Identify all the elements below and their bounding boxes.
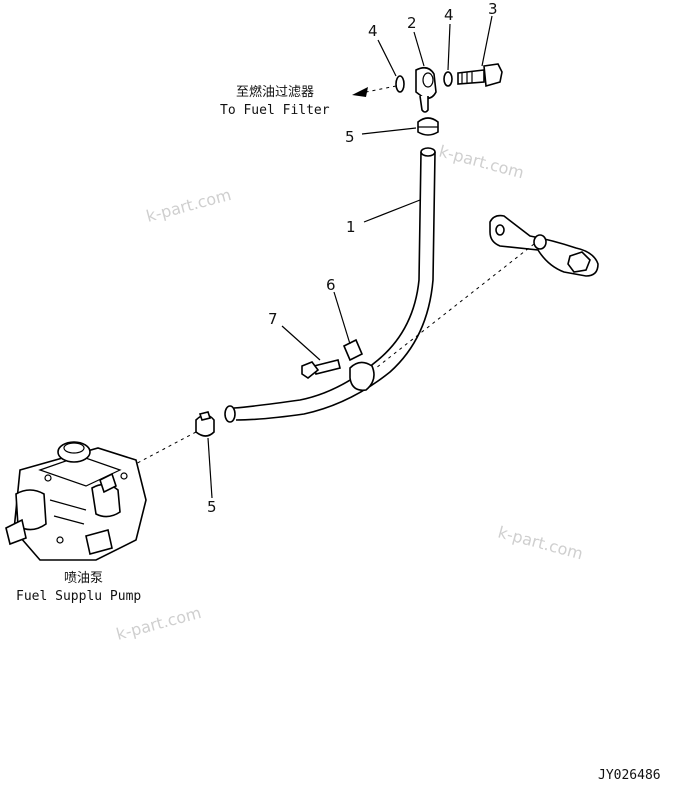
leader-4a (377, 39, 397, 77)
hose-edge-left (233, 151, 422, 409)
hose-clamp-lower (195, 411, 215, 437)
banjo-stem (419, 95, 429, 113)
bolt-thread (461, 72, 473, 84)
callout-1: 1 (346, 218, 356, 236)
hose-clamp-upper (417, 117, 439, 136)
hose-clip (342, 338, 375, 392)
watermark: k-part.com (437, 142, 526, 183)
leader-1 (363, 199, 421, 223)
clip-loop (349, 361, 375, 392)
leader-7 (281, 325, 321, 361)
callout-4-right: 4 (444, 6, 454, 24)
watermark: k-part.com (114, 603, 203, 644)
leader-3 (481, 15, 493, 67)
arrow-head (352, 87, 368, 97)
pump-inlet (99, 472, 117, 494)
banjo-hole (422, 72, 434, 88)
leader-6 (333, 291, 351, 345)
clip-bolt-head (301, 361, 320, 379)
pump-alignment-line (127, 431, 197, 469)
pump-bolt (56, 536, 64, 544)
mounting-bracket (489, 214, 599, 277)
pump-top-cap (57, 441, 91, 463)
banjo-bolt-shank (457, 69, 485, 85)
fuel-hose (224, 147, 436, 423)
clip-bolt-shank (313, 359, 341, 375)
to-filter-label-en: To Fuel Filter (220, 103, 330, 118)
drawing-code: JY026486 (598, 768, 661, 783)
leader-5b (207, 437, 213, 499)
bracket-alignment-line (375, 243, 535, 369)
lower-clamp-tab (198, 411, 212, 421)
leader-5a (361, 127, 417, 135)
pump-drive-shaft (5, 518, 27, 546)
leader-4b (447, 23, 451, 71)
bracket-boss (533, 234, 547, 250)
leader-lines (207, 15, 493, 499)
callout-7: 7 (268, 310, 278, 328)
to-filter-arrow (352, 85, 397, 97)
clip-bolt (301, 359, 341, 379)
leader-2 (413, 31, 425, 67)
watermark: k-part.com (496, 523, 585, 564)
pump-label-en: Fuel Supplu Pump (16, 589, 141, 604)
hose-edge-right (235, 151, 436, 421)
callout-4-left: 4 (368, 22, 378, 40)
hose-bottom-end (224, 405, 236, 423)
pump-label-cn: 喷油泵 (64, 571, 103, 586)
washer-right (443, 71, 453, 87)
callout-5-lower: 5 (207, 498, 217, 516)
callout-3: 3 (488, 0, 498, 18)
washer-left (395, 75, 405, 93)
to-filter-label-cn: 至燃油过滤器 (236, 84, 314, 100)
arrow-shaft (365, 85, 397, 93)
pump-cap-rim (63, 442, 85, 454)
bracket-hole (495, 224, 505, 236)
hose-top-end (420, 147, 436, 157)
banjo-fitting-assembly (395, 63, 503, 113)
callout-5-upper: 5 (345, 128, 355, 146)
clip-tab (342, 338, 364, 362)
pump-bolt (44, 474, 52, 482)
banjo-bolt-head (483, 63, 503, 88)
callout-6: 6 (326, 276, 336, 294)
pump-ribs (49, 499, 87, 525)
callout-2: 2 (407, 14, 417, 32)
fuel-supply-pump (5, 441, 147, 561)
pump-bolt (120, 472, 128, 480)
bracket-nut (567, 251, 591, 273)
pump-connector (85, 529, 113, 555)
watermark: k-part.com (144, 185, 233, 226)
